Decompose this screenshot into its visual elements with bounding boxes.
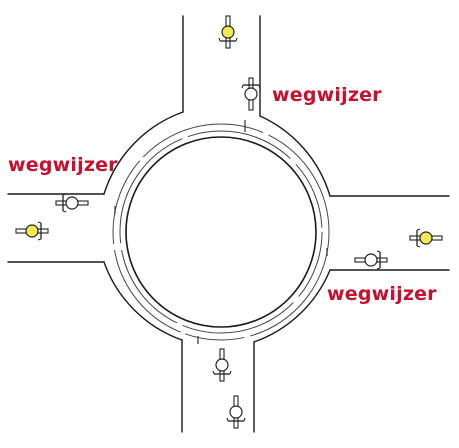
signpost-label-east: wegwijzer — [327, 285, 437, 304]
cyclist-south-white-1 — [213, 349, 231, 381]
cyclist-south-white-2 — [227, 396, 245, 428]
cyclist-north-yellow — [219, 16, 237, 48]
cyclist-east-yellow — [410, 229, 442, 247]
central-island — [126, 137, 316, 327]
cyclist-east-white — [355, 251, 387, 269]
cyclist-west-white — [56, 194, 88, 212]
signpost-label-west: wegwijzer — [8, 156, 118, 175]
signpost-label-north: wegwijzer — [272, 86, 382, 105]
cyclist-north-white — [242, 78, 260, 110]
cyclist-west-yellow — [16, 222, 48, 240]
